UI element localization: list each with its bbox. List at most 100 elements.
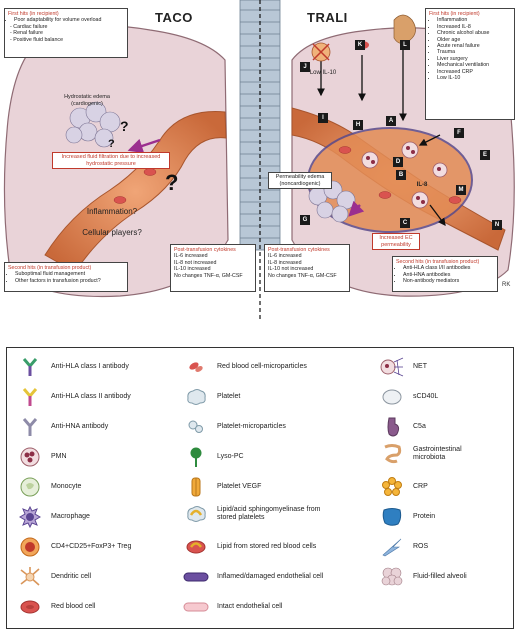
letter-marker: M [456,185,466,195]
legend-label: Platelet-microparticles [217,422,286,430]
letter-marker: L [400,40,410,50]
trali-first-hits-box: First hits (in recipient) Inflammation I… [425,8,515,120]
letter-marker: G [300,215,310,225]
legend-label: Anti-HLA class I antibody [51,362,129,370]
legend-item: sCD40L [379,386,438,408]
legend-item: Red blood cell-microparticles [183,356,307,378]
legend-label: Lipid/acid sphingomyelinase from stored … [217,505,321,521]
legend-item: PMN [17,446,67,468]
trali-first-hit-item: Mechanical ventilation [437,62,511,68]
legend-item: Anti-HLA class I antibody [17,356,129,378]
taco-first-hit-item: Positive fluid balance [13,37,124,43]
question-mark: ? [120,118,129,134]
author-initials: RK [502,282,511,288]
platelet-icon [183,386,209,408]
il8-label: IL-8 [416,182,428,188]
trachea [239,0,281,251]
letter-marker: B [396,170,406,180]
legend-item: ROS [379,536,428,558]
lungs-illustration [3,0,515,322]
trali-second-hits-box: Second hits (in transfusion product) Ant… [392,256,498,292]
letter-marker: D [393,157,403,167]
anti-hla-class-ii-icon [17,386,43,408]
trali-title: TRALI [307,10,348,25]
legend-item: Gastrointestinal microbiota [379,443,493,465]
taco-second-hit-item: Other factors in transfusion product? [15,278,124,284]
legend-item: Anti-HLA class II antibody [17,386,131,408]
taco-cytokine-item: IL-8 not increased [174,259,217,266]
legend-label: PMN [51,452,67,460]
legend-label: ROS [413,542,429,550]
legend-label: Fluid-filled alveoli [413,572,467,580]
legend-label: C5a [413,422,426,430]
legend-label: Lyso-PC [217,452,244,460]
legend-label: CRP [413,482,428,490]
legend-label: Inflamed/damaged endothelial cell [217,572,324,580]
fluid-filled-alveoli-icon [379,566,405,588]
filtration-arrow [127,138,161,154]
letter-marker: I [318,113,328,123]
legend-item: Dendritic cell [17,566,91,588]
letter-marker: J [300,62,310,72]
letter-marker: E [480,150,490,160]
trali-first-hit-item: Chronic alcohol abuse [437,30,511,36]
taco-second-hits-title: Second hits (in transfusion product) [8,265,92,271]
letter-marker: F [454,128,464,138]
trali-first-hit-item: Acute renal failure [437,43,511,49]
dendritic-cell-icon [17,566,43,588]
red-blood-cell-icon [17,596,43,618]
legend-label: Monocyte [51,482,82,490]
legend-item: Protein [379,506,435,528]
trali-first-hit-item: Liver surgery [437,56,511,62]
taco-first-hits-box: First hits (in recipient) Poor adaptabil… [4,8,128,58]
trali-first-hit-item: Older age [437,37,511,43]
legend-label: Macrophage [51,512,90,520]
legend-label: sCD40L [413,392,439,400]
legend-label: Red blood cell [51,602,96,610]
permeability-arrow [348,200,365,217]
rbc-microparticles-icon [183,356,209,378]
taco-second-hits-box: Second hits (in transfusion product) Sub… [4,262,128,292]
legend-label: Anti-HLA class II antibody [51,392,131,400]
trali-cytokine-item: No changes TNF-α, GM-CSF [268,272,337,279]
legend-item: Platelet [183,386,240,408]
legend-label: Red blood cell-microparticles [217,362,307,370]
hydrostatic-edema-label: Hydrostatic edema (cardiogenic) [64,94,110,107]
taco-cytokines-box: Post-transfusion cytokines IL-6 increase… [170,244,256,292]
trali-cytokines-title: Post-transfusion cytokines [268,247,330,253]
legend-item: Fluid-filled alveoli [379,566,473,588]
letter-marker: N [492,220,502,230]
taco-first-hit-item: Cardiac failure [13,24,124,30]
illustration-panel: TACO TRALI First hits (in recipient) Poo… [0,0,520,322]
inflamed-endothelial-icon [183,566,209,588]
letter-marker: K [355,40,365,50]
platelet-vegf-icon [183,476,209,498]
letter-marker: A [386,116,396,126]
trali-first-hits-title: First hits (in recipient) [429,11,480,17]
trali-first-hit-item: Trauma [437,49,511,55]
protein-icon [379,506,405,528]
legend-item: Platelet-microparticles [183,416,286,438]
legend-label: Anti-HNA antibody [51,422,109,430]
trali-first-hit-item: Inflammation [437,17,511,23]
c5a-icon [379,416,405,438]
taco-first-hits-title: First hits (in recipient) [8,11,59,17]
legend-item: Lipid/acid sphingomyelinase from stored … [183,503,327,525]
trali-first-hit-item: Increased CRP [437,69,511,75]
legend-item: NET [379,356,427,378]
legend-item: Lyso-PC [183,446,244,468]
right-alveoli [308,180,356,223]
taco-cytokine-item: IL-10 increased [174,266,211,273]
scd40l-icon [379,386,405,408]
trali-cytokines-box: Post-transfusion cytokines IL-6 increase… [264,244,350,292]
legend-label: Intact endothelial cell [217,602,283,610]
intact-endothelial-icon [183,596,209,618]
legend-item: Inflamed/damaged endothelial cell [183,566,323,588]
trali-first-hit-item: Increased IL-8 [437,24,511,30]
trali-second-hit-item: Anti-HNA antibodies [403,272,494,278]
taco-cytokine-item: IL-6 increased [174,253,208,260]
lipid-platelets-icon [183,503,209,525]
trali-cytokine-item: IL-8 increased [268,259,302,266]
low-il10-label: Low IL-10 [309,70,337,76]
legend-item: Lipid from stored red blood cells [183,536,316,558]
